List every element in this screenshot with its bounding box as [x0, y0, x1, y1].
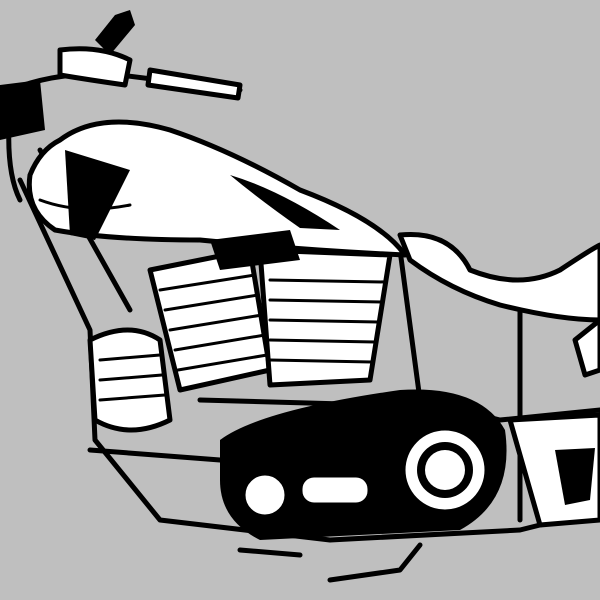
footpeg — [237, 542, 423, 583]
seat — [397, 231, 600, 323]
handlebar — [0, 10, 243, 203]
primary-cover — [87, 389, 507, 540]
rear-fender — [507, 317, 600, 528]
engine — [87, 230, 393, 433]
